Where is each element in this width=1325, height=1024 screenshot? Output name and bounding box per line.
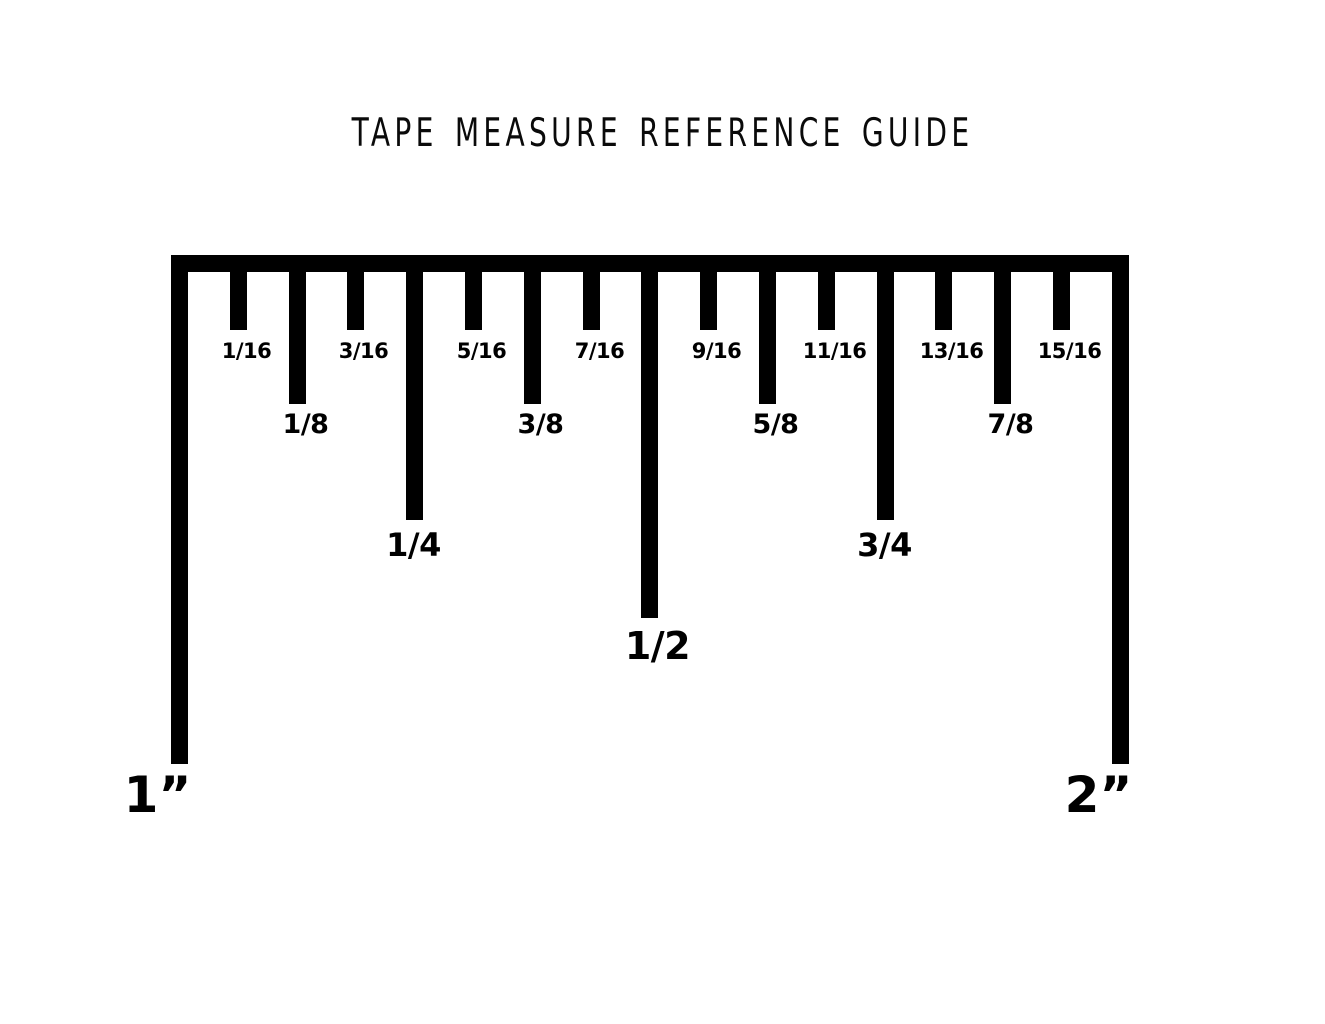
- ruler-tick-eighth: [759, 255, 776, 404]
- ruler-tick-eighth: [289, 255, 306, 404]
- ruler-tick-label: 13/16: [919, 339, 984, 363]
- ruler-tick-quarter: [877, 255, 894, 520]
- ruler-tick-quarter: [406, 255, 423, 520]
- ruler-tick-sixteenth: [347, 255, 364, 330]
- ruler-tick-label: 1/16: [221, 339, 272, 363]
- ruler-tick-sixteenth: [465, 255, 482, 330]
- ruler-tick-label: 2”: [1064, 766, 1133, 824]
- ruler-tick-label: 5/8: [752, 409, 799, 440]
- ruler-tick-sixteenth: [700, 255, 717, 330]
- ruler-tick-half: [641, 255, 658, 618]
- ruler-tick-inch: [171, 255, 188, 764]
- ruler-tick-label: 9/16: [691, 339, 742, 363]
- ruler-tick-label: 3/4: [857, 526, 912, 564]
- ruler-tick-label: 1/8: [282, 409, 329, 440]
- ruler-tick-eighth: [994, 255, 1011, 404]
- ruler-tick-sixteenth: [230, 255, 247, 330]
- ruler-tick-label: 1”: [123, 766, 192, 824]
- ruler-tick-sixteenth: [818, 255, 835, 330]
- ruler-tick-label: 3/8: [517, 409, 564, 440]
- ruler-tick-eighth: [524, 255, 541, 404]
- ruler-tick-label: 3/16: [338, 339, 389, 363]
- ruler-tick-label: 1/2: [624, 624, 691, 668]
- ruler-tick-label: 1/4: [386, 526, 441, 564]
- ruler-tick-label: 11/16: [802, 339, 867, 363]
- ruler-tick-sixteenth: [935, 255, 952, 330]
- ruler-tick-inch: [1112, 255, 1129, 764]
- ruler-tick-label: 7/8: [987, 409, 1034, 440]
- ruler-tick-sixteenth: [1053, 255, 1070, 330]
- ruler-tick-label: 15/16: [1037, 339, 1102, 363]
- page-title: Tape Measure Reference Guide: [351, 94, 974, 160]
- ruler-tick-label: 7/16: [574, 339, 625, 363]
- ruler-tick-label: 5/16: [456, 339, 507, 363]
- ruler-tick-sixteenth: [583, 255, 600, 330]
